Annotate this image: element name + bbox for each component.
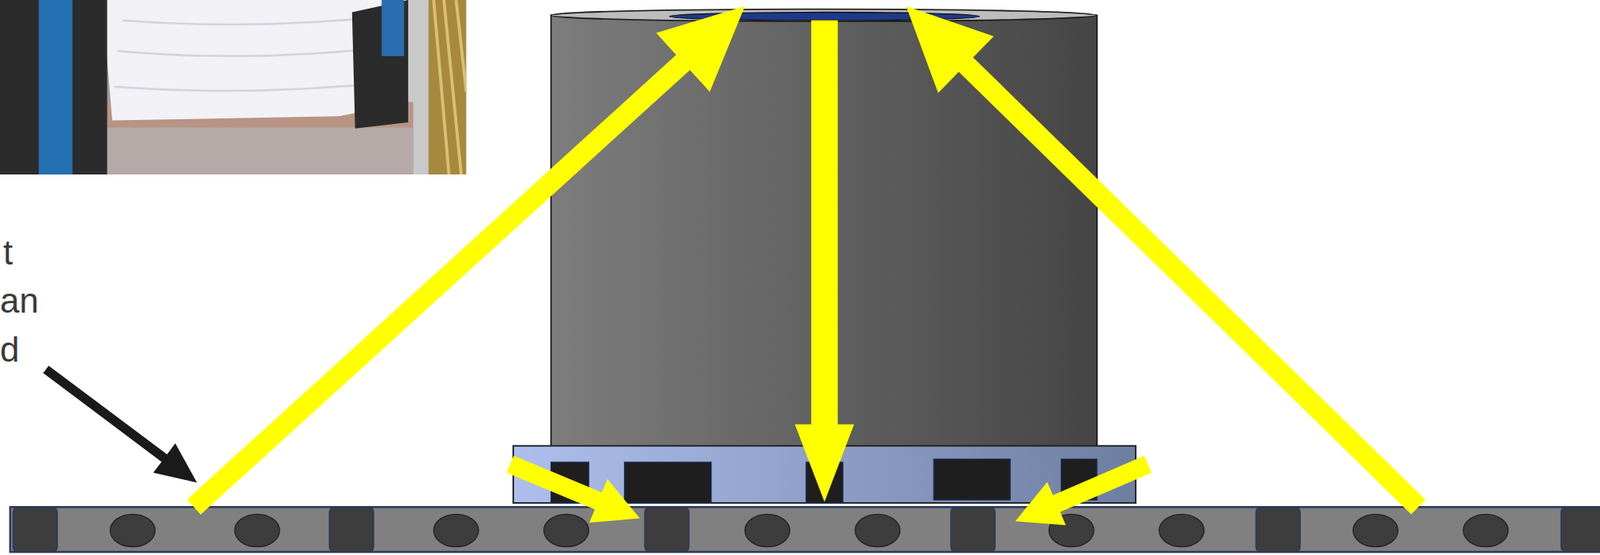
photo-foam bbox=[0, 0, 108, 175]
note-fragment: t bbox=[3, 235, 13, 271]
conveyor-block bbox=[13, 507, 58, 553]
force-arrow bbox=[795, 20, 855, 503]
force-arrow bbox=[187, 6, 745, 515]
conveyor-block bbox=[950, 507, 996, 553]
photo-strap bbox=[38, 0, 73, 175]
force-arrows bbox=[43, 6, 1426, 526]
conveyor-belt bbox=[10, 507, 1600, 553]
note-fragment: d bbox=[0, 332, 19, 368]
photo-inset bbox=[0, 0, 466, 175]
conveyor-roller bbox=[744, 514, 790, 547]
photo-background bbox=[0, 0, 466, 175]
photo-strap bbox=[381, 0, 404, 57]
force-arrow bbox=[1015, 455, 1153, 526]
photo-straw bbox=[428, 0, 467, 175]
conveyor-roller bbox=[234, 514, 280, 547]
conveyor bbox=[10, 507, 1600, 553]
note-fragment: an bbox=[0, 283, 39, 319]
pointer-arrow bbox=[43, 365, 198, 483]
conveyor-roller bbox=[433, 514, 479, 547]
force-arrow bbox=[905, 6, 1426, 515]
conveyor-block bbox=[1561, 507, 1600, 553]
pallet-block bbox=[624, 461, 712, 504]
pallet-block bbox=[933, 459, 1011, 501]
conveyor-roller bbox=[1159, 514, 1205, 547]
photo-wrap bbox=[61, 127, 414, 175]
conveyor-roller bbox=[855, 514, 901, 547]
conveyor-roller bbox=[544, 514, 590, 547]
conveyor-block bbox=[329, 507, 374, 553]
conveyor-roller bbox=[110, 514, 156, 547]
force-arrow bbox=[507, 455, 641, 523]
photo-foam bbox=[352, 0, 409, 129]
conveyor-block bbox=[645, 507, 690, 553]
coil-top bbox=[551, 9, 1097, 23]
conveyor-block bbox=[1256, 507, 1301, 553]
photo-straw-lines bbox=[433, 0, 466, 175]
conveyor-roller bbox=[1463, 514, 1509, 547]
conveyor-roller bbox=[1352, 514, 1398, 547]
